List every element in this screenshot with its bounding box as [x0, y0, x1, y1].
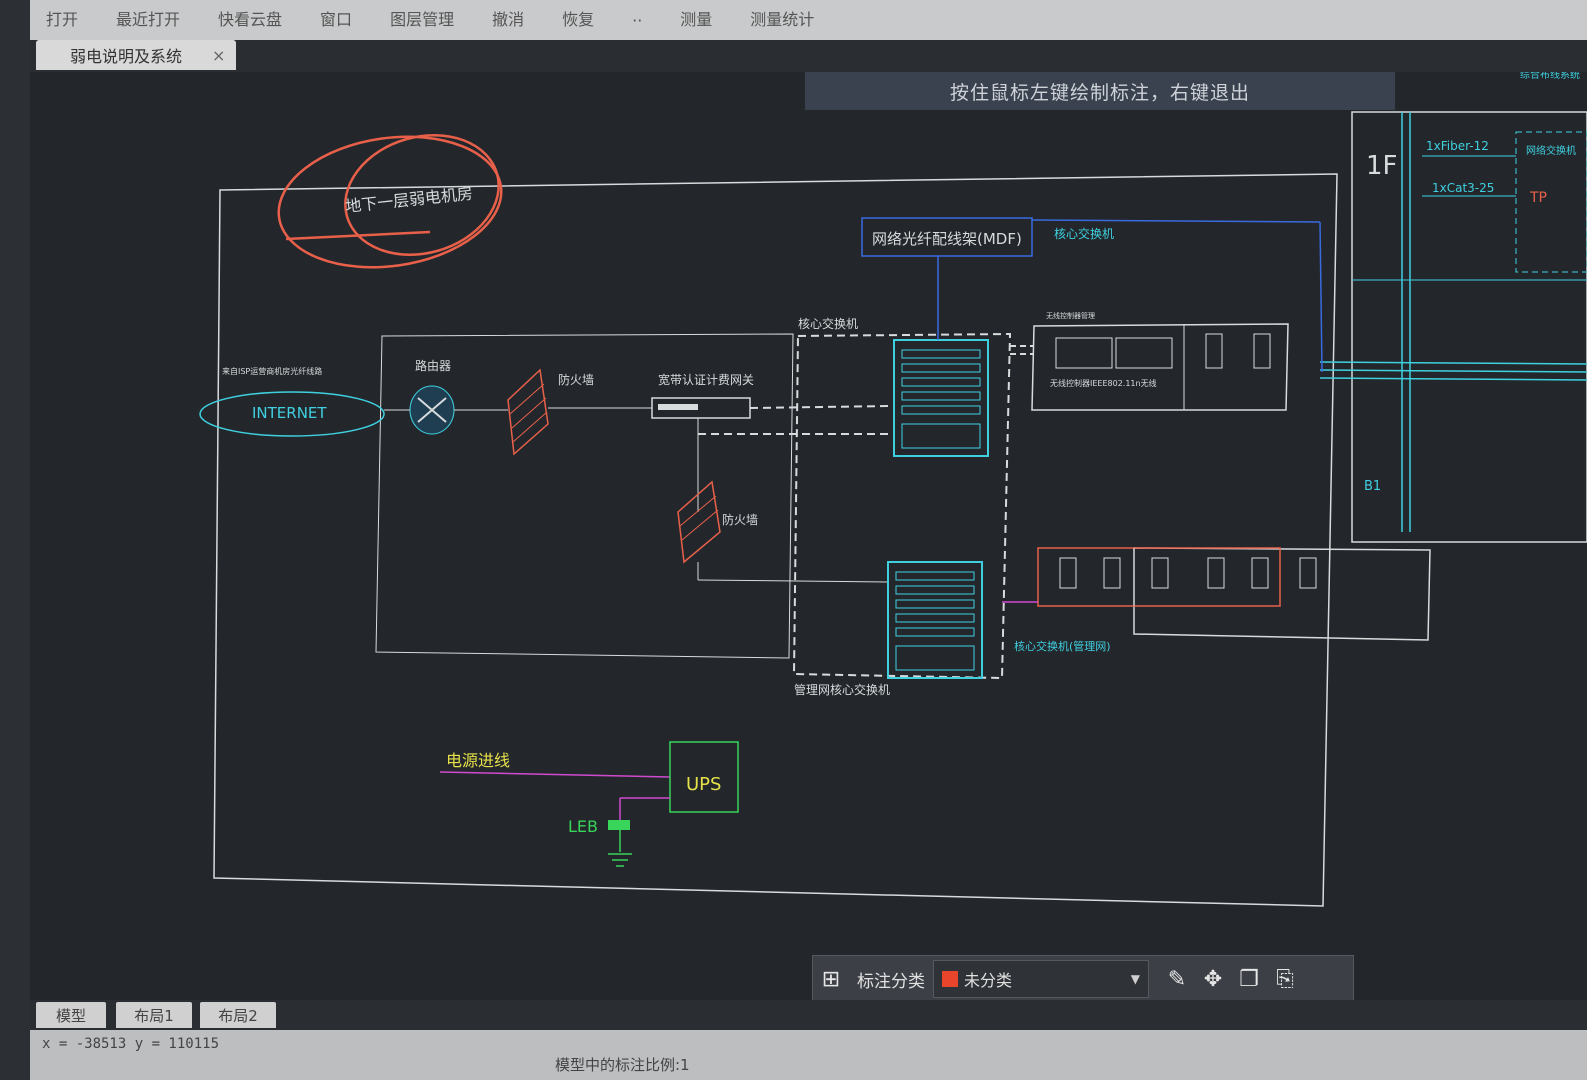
- annotation-hint: 按住鼠标左键绘制标注，右键退出: [805, 72, 1395, 110]
- tab-layout1[interactable]: 布局1: [116, 1002, 192, 1028]
- grid-icon[interactable]: ⊞: [821, 966, 841, 992]
- category-select[interactable]: 未分类 ▼: [933, 960, 1149, 998]
- close-icon[interactable]: ×: [212, 45, 226, 65]
- layout-tab-bar: 模型 布局1 布局2: [30, 1000, 1587, 1030]
- menu-cloud[interactable]: 快看云盘: [218, 10, 283, 29]
- core-switch-icon: [893, 339, 989, 457]
- firewall-icon: [677, 480, 721, 564]
- fiber-label: 1xFiber-12: [1426, 139, 1489, 153]
- drawing-frame: [213, 173, 1338, 907]
- ups-label: UPS: [686, 774, 721, 795]
- isp-note: 来自ISP运营商机房光纤线路: [222, 366, 322, 376]
- leb-bus: [608, 820, 630, 830]
- firewall-2-label: 防火墙: [722, 512, 758, 527]
- floor-1f-label: 1F: [1366, 151, 1398, 181]
- core-switch-top-label: 核心交换机: [1054, 226, 1114, 241]
- power-in-label: 电源进线: [446, 751, 510, 770]
- document-tab-row: 弱电说明及系统 ×: [30, 40, 1587, 72]
- floor-b1-label: B1: [1364, 479, 1381, 494]
- router-label: 路由器: [415, 358, 451, 373]
- menu-measure-stats[interactable]: 测量统计: [750, 10, 815, 29]
- menu-layers[interactable]: 图层管理: [390, 10, 455, 29]
- handwritten-annotation[interactable]: 地下一层弱电机房: [270, 118, 513, 281]
- tab-layout2[interactable]: 布局2: [200, 1002, 276, 1028]
- menu-bar: 打开 最近打开 快看云盘 窗口 图层管理 撤消 恢复 ·· 测量 测量统计: [30, 0, 1587, 40]
- category-color-swatch: [942, 971, 958, 987]
- move-icon[interactable]: ✥: [1203, 966, 1223, 992]
- copy-icon[interactable]: ❐: [1239, 966, 1259, 992]
- mgmt-core-switch-label: 管理网核心交换机: [794, 682, 890, 697]
- menu-redo[interactable]: 恢复: [562, 10, 595, 29]
- core-switch-mgmt-label: 核心交换机(管理网): [1014, 639, 1111, 653]
- gateway-label: 宽带认证计费网关: [658, 372, 754, 387]
- document-tab[interactable]: 弱电说明及系统 ×: [36, 40, 236, 70]
- mdf-box: [861, 217, 1033, 257]
- paste-icon[interactable]: ⎘: [1276, 966, 1294, 992]
- wireless-controller-box: [1031, 323, 1289, 411]
- core-switch-mid-label: 核心交换机: [798, 316, 858, 331]
- chevron-down-icon: ▼: [1130, 972, 1140, 986]
- cad-drawing: 1F B1 1xFiber-12 1xCat3-25 TP 综合布线系统 网络交…: [199, 68, 1587, 907]
- right-note-2: 网络交换机: [1526, 144, 1576, 157]
- internet-label: INTERNET: [252, 404, 327, 422]
- mdf-label: 网络光纤配线架(MDF): [872, 230, 1022, 248]
- router-icon: [409, 385, 455, 435]
- right-note-1: 综合布线系统: [1520, 72, 1580, 81]
- status-bar: x = -38513 y = 110115 模型中的标注比例:1: [30, 1030, 1587, 1080]
- drawing-canvas[interactable]: 1F B1 1xFiber-12 1xCat3-25 TP 综合布线系统 网络交…: [30, 68, 1587, 1000]
- edit-icon[interactable]: ✎: [1167, 966, 1187, 992]
- annotation-toolbar: ⊞ 标注分类 未分类 ▼ ✎ ✥ ❐ ⎘: [812, 955, 1354, 1003]
- document-tab-title: 弱电说明及系统: [70, 47, 183, 66]
- firewall-1-label: 防火墙: [558, 372, 594, 387]
- internet-cloud: INTERNET: [199, 391, 385, 437]
- switch-zone: [792, 332, 1012, 680]
- tp-label: TP: [1529, 190, 1547, 206]
- menu-window[interactable]: 窗口: [320, 10, 353, 29]
- cat-label: 1xCat3-25: [1432, 181, 1494, 195]
- menu-measure[interactable]: 测量: [680, 10, 713, 29]
- menu-more[interactable]: ··: [632, 11, 643, 30]
- category-value: 未分类: [964, 971, 1013, 990]
- menu-undo[interactable]: 撤消: [492, 10, 525, 29]
- firewall-icon: [507, 368, 549, 456]
- server-highlight: [1037, 547, 1281, 607]
- wireless-note: 无线控制器管理: [1046, 311, 1095, 320]
- monitor-bezel: [0, 0, 30, 1080]
- tab-model[interactable]: 模型: [36, 1002, 106, 1028]
- right-panel-frame: [1351, 111, 1587, 543]
- ups-box: [669, 741, 739, 813]
- leb-label: LEB: [568, 817, 598, 836]
- wifi-label: 无线控制器IEEE802.11n无线: [1050, 378, 1157, 388]
- menu-recent[interactable]: 最近打开: [116, 10, 181, 29]
- coordinate-readout: x = -38513 y = 110115: [42, 1036, 220, 1052]
- menu-open[interactable]: 打开: [46, 10, 79, 29]
- core-switch-icon: [887, 561, 983, 679]
- category-label: 标注分类: [857, 971, 925, 992]
- server-group-frame: [1133, 547, 1431, 641]
- annotation-scale-message: 模型中的标注比例:1: [555, 1056, 690, 1074]
